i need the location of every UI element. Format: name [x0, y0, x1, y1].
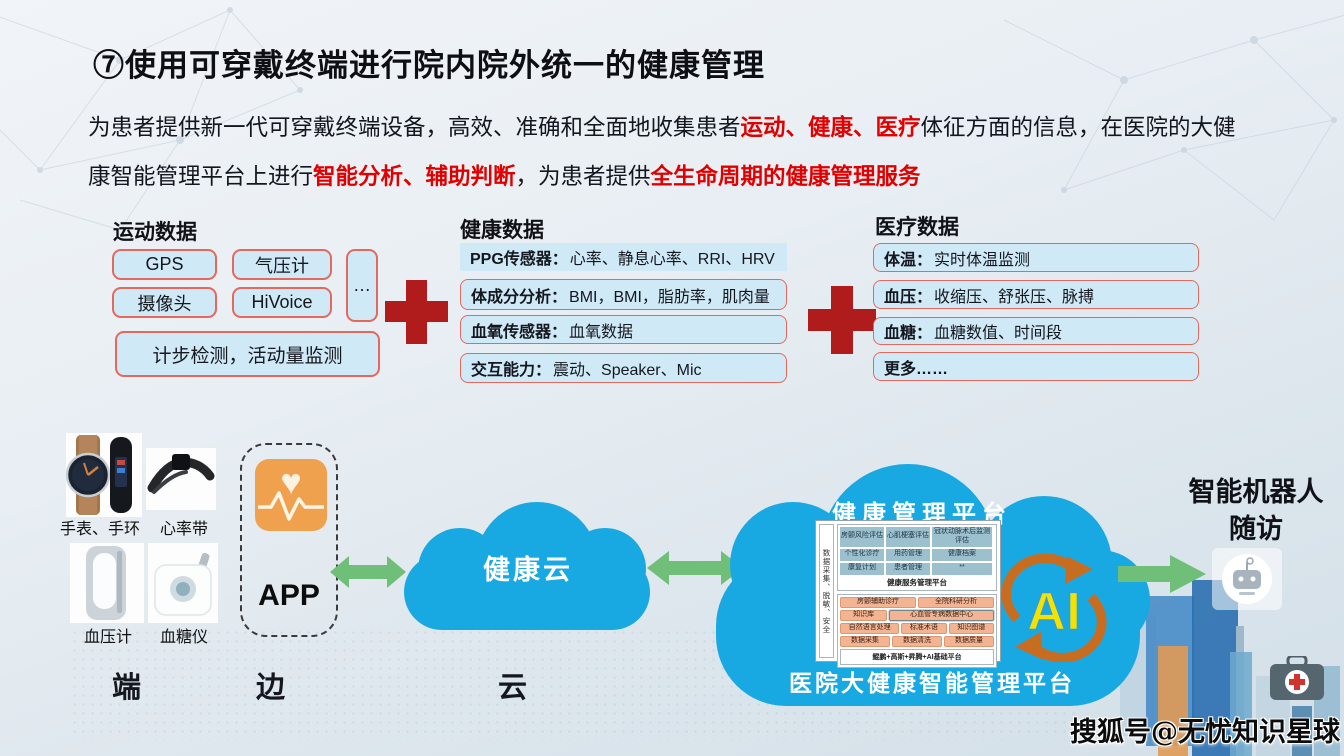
sport-box-steps: 计步检测，活动量监测	[115, 331, 380, 377]
ai-box: 数据清洗	[892, 635, 942, 647]
medical-row-bp: 血压：收缩压、舒张压、脉搏	[873, 280, 1199, 309]
service-box: **	[932, 562, 992, 575]
device-label-watch: 手表、手环	[59, 519, 140, 538]
health-app-icon: ♥	[255, 459, 327, 531]
health-row-value: 血氧数据	[569, 323, 634, 341]
service-box: 房颤风险评估	[840, 527, 884, 547]
medical-row-glucose: 血糖：血糖数值、时间段	[873, 317, 1199, 345]
sport-panel-title: 运动数据	[113, 219, 197, 244]
health-row-value: BMI，BMI，脂肪率，肌肉量	[569, 288, 770, 306]
medical-row-temp: 体温：实时体温监测	[873, 243, 1199, 272]
service-box: 心肌梗塞评估	[886, 527, 930, 547]
intro-seg2-red: 运动、健康、医疗	[740, 115, 921, 141]
robot-icon	[1222, 554, 1272, 604]
service-box: 冠状动脉术后监测评估	[932, 527, 992, 547]
health-panel-title: 健康数据	[460, 217, 544, 242]
health-row-interaction: 交互能力：震动、Speaker、Mic	[460, 353, 787, 383]
medical-row-value: 收缩压、舒张压、脉搏	[934, 288, 1095, 306]
double-arrow-icon	[647, 551, 743, 585]
medical-kit-icon	[1268, 654, 1326, 702]
medical-panel-title: 医疗数据	[875, 214, 959, 239]
ai-box-highlight: 心血管专病数据中心	[889, 609, 994, 621]
ai-cycle-icon: AI	[1001, 554, 1107, 662]
device-label-glucose: 血糖仪	[159, 627, 208, 646]
sport-box-barometer: 气压计	[232, 249, 332, 280]
health-row-label: 血氧传感器：	[471, 323, 568, 341]
health-cloud-label: 健康云	[483, 555, 573, 586]
bp-monitor-image	[70, 543, 144, 623]
health-row-value: 心率、静息心率、RRI、HRV	[569, 251, 775, 268]
intro-seg1: 为患者提供新一代可穿戴终端设备，高效、准确和全面地收集患者	[88, 115, 741, 141]
medical-row-value: 实时体温监测	[934, 251, 1031, 269]
platform-bottom-title: 医院大健康智能管理平台	[789, 670, 1075, 697]
ai-box: 数据采集	[840, 635, 890, 647]
medical-row-label: 体温：	[884, 251, 933, 269]
medical-row-value: 血糖数值、时间段	[934, 325, 1063, 342]
ai-box: 全院科研分析	[918, 596, 994, 608]
sport-box-camera: 摄像头	[112, 287, 217, 318]
health-row-ppg: PPG传感器：心率、静息心率、RRI、HRV	[460, 243, 787, 271]
medical-row-label: 更多……	[884, 360, 949, 378]
app-container: ♥ APP	[240, 443, 338, 637]
sport-box-hivoice: HiVoice	[232, 287, 332, 318]
medical-row-more: 更多……	[873, 352, 1199, 381]
ai-box: 知识库	[840, 609, 888, 621]
service-box: 患者管理	[886, 562, 930, 575]
health-cloud: 健康云	[404, 502, 652, 632]
layer-label-cloud: 云	[498, 670, 528, 704]
right-arrow-icon	[1118, 555, 1206, 593]
intro-seg4-red: 智能分析、辅助判断	[313, 164, 516, 190]
device-label-bp: 血压计	[83, 627, 132, 646]
service-box: 个性化诊疗	[840, 548, 884, 561]
ai-box: 数据质量	[944, 635, 994, 647]
robot-card	[1212, 548, 1282, 610]
app-label: APP	[258, 579, 320, 612]
health-row-label: PPG传感器：	[470, 251, 568, 268]
intro-seg3: 体征方面的信息，在医院的大健康智能管理平台上进行	[88, 115, 1236, 190]
page-title: ⑦使用可穿戴终端进行院内院外统一的健康管理	[93, 48, 765, 84]
heart-rate-belt-image	[146, 448, 216, 510]
service-box: 康复计划	[840, 562, 884, 575]
health-row-label: 体成分分析：	[471, 288, 568, 306]
watch-band-image	[65, 433, 142, 517]
intro-paragraph: 为患者提供新一代可穿戴终端设备，高效、准确和全面地收集患者运动、健康、医疗体征方…	[88, 104, 1238, 202]
double-arrow-icon	[330, 556, 406, 588]
robot-followup-title: 智能机器人 随访	[1158, 474, 1344, 548]
ai-box: 自然语言处理	[840, 622, 900, 634]
sport-box-gps: GPS	[112, 249, 217, 280]
layer-label-device: 端	[112, 670, 142, 704]
intro-seg5: ，为患者提供	[515, 164, 651, 190]
service-box: 用药管理	[886, 548, 930, 561]
health-row-body: 体成分分析：BMI，BMI，脂肪率，肌肉量	[460, 279, 787, 310]
service-subpanel: 房颤风险评估 心肌梗塞评估 冠状动脉术后监测评估 个性化诊疗 用药管理 健康档案…	[837, 524, 997, 591]
service-subpanel-label: 健康服务管理平台	[887, 577, 947, 587]
platform-side-label: 数据采集、脱敏、安全	[819, 524, 834, 658]
ai-base-platform-label: 鲲鹏+高斯+昇腾+AI基础平台	[840, 648, 994, 665]
ai-box: 知识图谱	[948, 622, 995, 634]
ai-subpanel: 房颤辅助诊疗 全院科研分析 知识库 心血管专病数据中心 自然语言处理 标准术语 …	[837, 593, 997, 668]
watermark: 搜狐号@无忧知识星球	[1070, 717, 1340, 748]
medical-row-label: 血压：	[884, 288, 933, 306]
hospital-cloud: 健康管理平台 数据采集、脱敏、安全 房颤风险评估 心肌梗塞评估 冠状动脉术后监测…	[712, 462, 1150, 712]
service-box: 健康档案	[932, 548, 992, 561]
ai-box: 房颤辅助诊疗	[840, 596, 916, 608]
ai-box: 标准术语	[901, 622, 947, 634]
health-row-spo2: 血氧传感器：血氧数据	[460, 315, 787, 344]
device-label-belt: 心率带	[159, 519, 208, 538]
layer-label-edge: 边	[256, 670, 286, 704]
platform-panel: 数据采集、脱敏、安全 房颤风险评估 心肌梗塞评估 冠状动脉术后监测评估 个性化诊…	[815, 520, 1001, 668]
network-pattern-top-right	[1003, 14, 1344, 221]
sport-box-more: …	[346, 249, 378, 322]
ai-badge-text: AI	[1027, 582, 1081, 642]
robot-title-line2: 随访	[1229, 514, 1283, 545]
health-row-label: 交互能力：	[471, 362, 552, 379]
medical-row-label: 血糖：	[884, 325, 933, 342]
network-pattern-top-left	[0, 7, 303, 231]
health-row-value: 震动、Speaker、Mic	[553, 362, 702, 379]
robot-title-line1: 智能机器人	[1188, 477, 1324, 508]
glucose-meter-image	[148, 543, 218, 623]
intro-seg6-red: 全生命周期的健康管理服务	[650, 164, 921, 190]
